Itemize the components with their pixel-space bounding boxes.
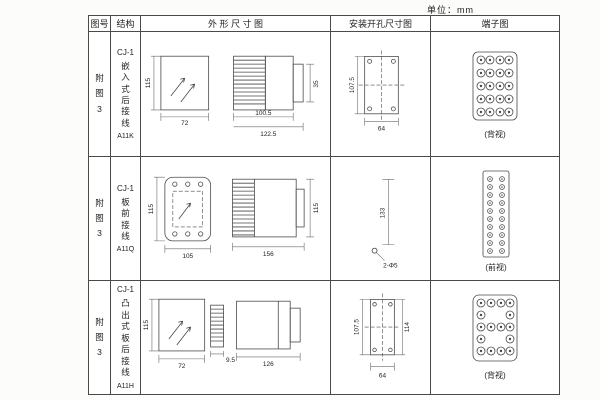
dim-label: 115 [148, 203, 155, 214]
outline-drawing-cell: 115 72 9.5 126 [141, 281, 331, 394]
model-label: CJ-1 [117, 285, 134, 295]
dimension-lines [148, 298, 301, 363]
side-view [233, 55, 304, 110]
figure-number: 附图3 [95, 73, 104, 114]
figure-number-cell: 附图3 [89, 32, 111, 157]
side-view [236, 300, 301, 350]
terminal-pins [476, 55, 514, 116]
side-view [232, 178, 305, 237]
dim-label: 9.5 [226, 357, 235, 364]
unit-label: 单位：mm [427, 5, 474, 15]
dim-label: 126 [263, 361, 274, 368]
structure-cell: CJ-1 板前接线 A11Q [111, 157, 141, 281]
header-structure: 结构 [111, 16, 141, 32]
fin-section [210, 304, 224, 348]
outline-drawing: 115 72 100.5 122.5 35 [145, 55, 320, 137]
dim-label: 133 [379, 207, 386, 218]
terminal-block-outline [472, 294, 518, 362]
view-label: (前视) [485, 262, 507, 272]
type-code-label: A11H [117, 382, 134, 390]
wiring-type-label: 板前接线 [121, 196, 130, 241]
view-label: (背视) [484, 370, 506, 380]
terminal-diagram-cell: (背视) [431, 32, 559, 157]
outline-drawing: 115 72 9.5 126 [143, 298, 301, 370]
structure-cell: CJ-1 嵌入式后接线 A11K [111, 32, 141, 157]
hole-label: 2-Φ5 [383, 262, 398, 269]
terminal-diagram: (前视) [482, 170, 510, 272]
figure-number-cell: 附图3 [89, 157, 111, 281]
mounting-drawing-cell: 107.5 64 [331, 32, 431, 157]
dim-label: 115 [145, 77, 152, 88]
dim-label: 115 [143, 320, 150, 331]
dimension-lines [359, 299, 406, 371]
type-code-label: A11K [117, 133, 134, 141]
header-mounting-hole-dimensions: 安装开孔尺寸图 [331, 16, 431, 32]
outline-drawing-cell: 115 105 156 115 [141, 157, 331, 281]
terminal-pins [476, 298, 515, 356]
terminal-diagram-cell: (前视) [431, 157, 559, 281]
terminal-diagram-cell: (背视) [431, 281, 559, 394]
structure-cell: CJ-1 凸出式板后接线 A11H [111, 281, 141, 394]
mounting-drawing-cell: 133 2-Φ5 [331, 157, 431, 281]
header-outline-dimensions: 外 形 尺 寸 图 [141, 16, 331, 32]
dim-label: 64 [378, 125, 386, 132]
figure-number-cell: 附图3 [89, 281, 111, 394]
terminal-block-outline [482, 170, 510, 257]
spec-table: 图号 结构 外 形 尺 寸 图 安装开孔尺寸图 端子图 附图3 CJ-1 嵌入式… [88, 15, 560, 395]
mounting-hole-drawing: 133 2-Φ5 [371, 178, 398, 269]
dim-label: 105 [182, 252, 193, 259]
wiring-type-label: 嵌入式后接线 [121, 60, 130, 128]
dim-label: 100.5 [255, 109, 272, 116]
centerlines [364, 293, 401, 361]
figure-number: 附图3 [95, 197, 104, 239]
dimension-lines [354, 55, 399, 126]
dimension-lines [153, 176, 315, 253]
dimension-lines [150, 55, 315, 131]
centerlines [358, 49, 405, 120]
dim-label: 107.5 [349, 76, 356, 92]
dim-label: 72 [181, 119, 189, 126]
dim-label: 107.5 [354, 319, 361, 335]
dim-label: 72 [178, 363, 186, 370]
terminal-pins [487, 175, 505, 254]
model-label: CJ-1 [117, 47, 134, 57]
dim-label: 156 [263, 250, 274, 257]
front-view [158, 298, 206, 352]
view-label: (背视) [484, 129, 506, 139]
dim-label: 64 [379, 373, 387, 380]
type-code-label: A11Q [116, 246, 135, 254]
mounting-hole-drawing: 107.5 64 [349, 49, 405, 132]
front-view-inner [172, 190, 203, 227]
wiring-type-label: 凸出式板后接线 [121, 298, 130, 378]
outline-drawing: 115 105 156 115 [148, 176, 320, 259]
figure-number: 附图3 [95, 316, 104, 358]
header-terminal-diagram: 端子图 [431, 16, 559, 32]
terminal-block-outline [472, 51, 518, 120]
dimension-lines [376, 178, 395, 261]
mounting-hole-drawing: 107.5 114 64 [354, 293, 411, 380]
dim-label: 115 [313, 202, 320, 213]
dim-label: 122.5 [260, 130, 277, 137]
front-view [160, 55, 210, 110]
front-view [164, 176, 212, 241]
dim-label: 35 [313, 80, 320, 88]
mounting-drawing-cell: 107.5 114 64 [331, 281, 431, 394]
model-label: CJ-1 [117, 183, 134, 193]
terminal-diagram: (背视) [472, 51, 518, 139]
header-figure-number: 图号 [89, 16, 111, 32]
dim-label: 114 [404, 322, 411, 333]
mounting-hole [371, 247, 378, 254]
terminal-diagram: (背视) [472, 294, 518, 380]
outline-drawing-cell: 115 72 100.5 122.5 35 [141, 32, 331, 157]
